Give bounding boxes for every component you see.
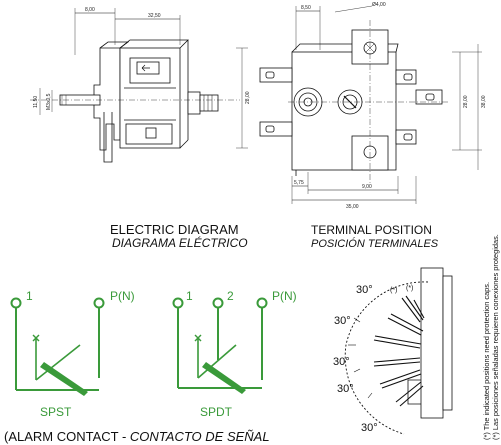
angle-label-1: 30° — [356, 284, 373, 296]
spst-blade — [40, 362, 88, 396]
spdt-schematic — [172, 297, 268, 389]
dim-11-50: 11,50 — [33, 96, 39, 108]
spst-terminal-1: 1 — [26, 289, 33, 303]
side-view-drawing — [30, 8, 248, 163]
protection-note-en: (*) The indicated positions need protect… — [482, 282, 491, 440]
spst-schematic — [10, 297, 105, 391]
spdt-terminal-1: 1 — [186, 289, 193, 303]
spst-label: SPST — [40, 405, 72, 419]
dim-phi-4: Ø4,00 — [372, 2, 386, 8]
electric-diagram-subtitle: DIAGRAMA ELÉCTRICO — [112, 235, 248, 250]
spdt-label: SPDT — [200, 405, 233, 419]
terminal-position-subtitle: POSICIÓN TERMINALES — [311, 237, 439, 250]
dim-38-00: 38,00 — [481, 95, 487, 108]
electric-diagram-title: ELECTRIC DIAGRAM — [110, 222, 239, 237]
spst-terminal-p: P(N) — [110, 289, 135, 303]
dim-9-00: 9,00 — [362, 184, 372, 190]
terminal-position-title: TERMINAL POSITION — [311, 223, 432, 237]
dim-8-50: 8,50 — [301, 5, 311, 11]
dim-28-00-right: 28,00 — [463, 95, 469, 108]
angle-label-4: 30° — [337, 383, 354, 395]
dim-28-00-left: 28,00 — [245, 91, 251, 104]
protection-mark-2: (*) — [406, 285, 413, 292]
angle-label-3: 30° — [333, 356, 350, 368]
alarm-contact-caption: (ALARM CONTACT - CONTACTO DE SEÑAL — [4, 429, 270, 444]
angle-label-2: 30° — [334, 315, 351, 327]
terminal-position-drawing — [344, 267, 453, 435]
front-view-drawing — [259, 5, 482, 204]
dim-35-00: 35,00 — [346, 204, 359, 210]
protection-note-es: (*) Las posiciones señaladas requieren c… — [491, 234, 500, 440]
dim-32-50: 32,50 — [148, 13, 161, 19]
protection-mark-1: (*) — [390, 287, 397, 294]
angle-label-5: 30° — [361, 422, 378, 434]
dim-8-00: 8,00 — [85, 7, 95, 13]
dim-m3: M3x0,5 — [46, 93, 52, 110]
spdt-blade — [202, 362, 246, 394]
spdt-terminal-2: 2 — [227, 289, 234, 303]
dim-5-75: 5,75 — [294, 180, 304, 186]
spdt-terminal-p: P(N) — [272, 289, 297, 303]
